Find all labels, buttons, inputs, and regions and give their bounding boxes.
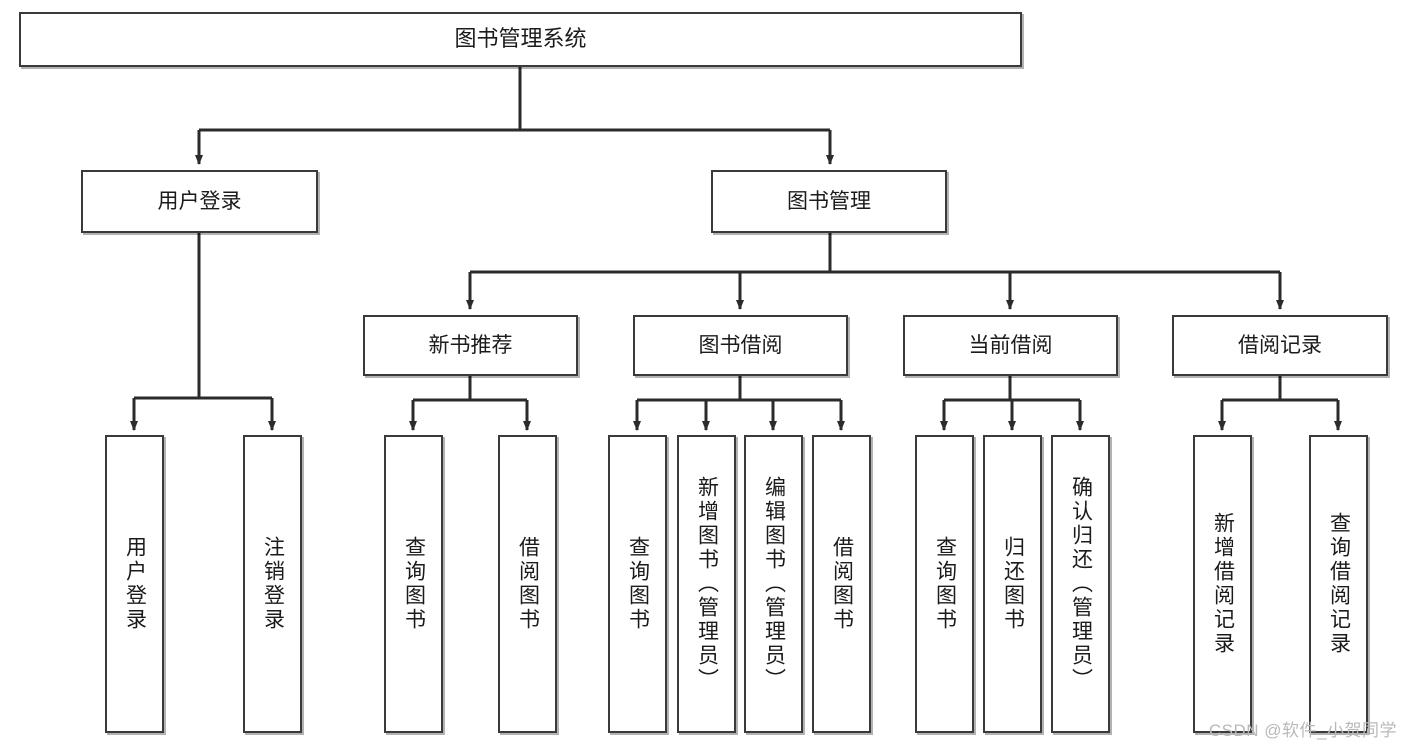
node-borrow-record[interactable]: 借阅记录: [1172, 315, 1388, 376]
leaf-return-book[interactable]: 归还图书: [983, 435, 1042, 733]
leaf-return-book-label: 归还图书: [1001, 536, 1025, 632]
leaf-edit-book[interactable]: 编辑图书（管理员）: [744, 435, 803, 733]
leaf-borrow-book-2[interactable]: 借阅图书: [812, 435, 871, 733]
leaf-confirm-return-label: 确认归还（管理员）: [1069, 476, 1093, 692]
leaf-query-record-label: 查询借阅记录: [1327, 512, 1351, 656]
leaf-query-book-3-label: 查询图书: [933, 536, 957, 632]
leaf-query-book-1-label: 查询图书: [402, 536, 426, 632]
leaf-edit-book-label: 编辑图书（管理员）: [762, 476, 786, 692]
leaf-add-record[interactable]: 新增借阅记录: [1193, 435, 1252, 733]
node-current-borrow-label: 当前借阅: [968, 333, 1053, 357]
leaf-user-logout-label: 注销登录: [261, 536, 285, 632]
node-root[interactable]: 图书管理系统: [19, 12, 1022, 67]
node-book-management[interactable]: 图书管理: [711, 170, 947, 233]
node-book-borrow[interactable]: 图书借阅: [633, 315, 848, 376]
leaf-borrow-book-1-label: 借阅图书: [516, 536, 540, 632]
node-borrow-record-label: 借阅记录: [1238, 333, 1322, 357]
leaf-user-logout[interactable]: 注销登录: [243, 435, 302, 733]
leaf-query-book-2[interactable]: 查询图书: [608, 435, 667, 733]
leaf-borrow-book-1[interactable]: 借阅图书: [498, 435, 557, 733]
leaf-user-login[interactable]: 用户登录: [105, 435, 164, 733]
node-current-borrow[interactable]: 当前借阅: [903, 315, 1118, 376]
node-book-management-label: 图书管理: [787, 189, 871, 213]
node-new-book-recommend-label: 新书推荐: [428, 333, 513, 357]
leaf-add-book[interactable]: 新增图书（管理员）: [677, 435, 736, 733]
node-root-label: 图书管理系统: [454, 26, 587, 52]
node-new-book-recommend[interactable]: 新书推荐: [363, 315, 578, 376]
leaf-query-record[interactable]: 查询借阅记录: [1309, 435, 1368, 733]
node-user-login-label: 用户登录: [157, 189, 242, 213]
leaf-query-book-1[interactable]: 查询图书: [384, 435, 443, 733]
leaf-query-book-3[interactable]: 查询图书: [915, 435, 974, 733]
node-book-borrow-label: 图书借阅: [698, 333, 783, 357]
leaf-user-login-label: 用户登录: [123, 536, 147, 632]
leaf-confirm-return[interactable]: 确认归还（管理员）: [1051, 435, 1110, 733]
node-user-login[interactable]: 用户登录: [81, 170, 318, 233]
leaf-query-book-2-label: 查询图书: [626, 536, 650, 632]
leaf-add-record-label: 新增借阅记录: [1211, 512, 1235, 656]
leaf-add-book-label: 新增图书（管理员）: [695, 476, 719, 692]
leaf-borrow-book-2-label: 借阅图书: [830, 536, 854, 632]
